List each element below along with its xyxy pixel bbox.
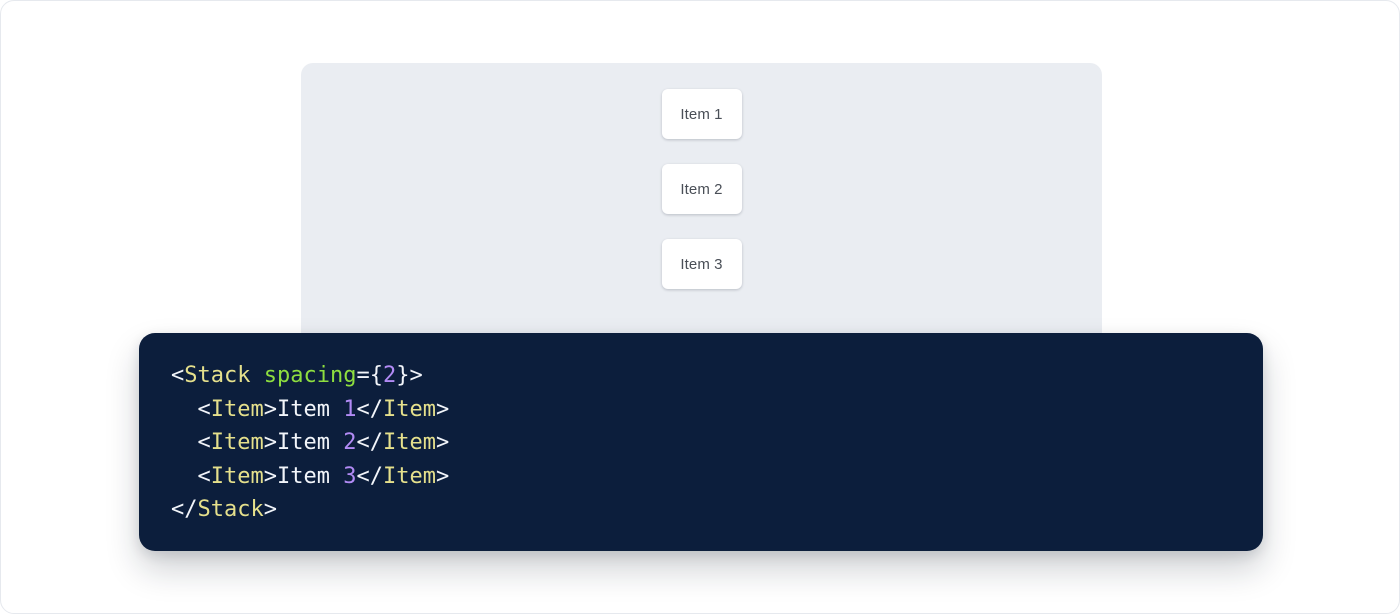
code-token-text: Item	[276, 463, 344, 489]
code-line: <Item>Item 1</Item>	[171, 396, 450, 422]
code-line: <Stack spacing={2}>	[171, 363, 423, 388]
code-line: <Item>Item 3</Item>	[171, 463, 450, 489]
code-token-text	[250, 363, 263, 388]
code-block[interactable]: <Stack spacing={2}> <Item>Item 1</Item> …	[171, 359, 1263, 527]
stack-item[interactable]: Item 1	[661, 89, 742, 139]
code-token-punct: >	[435, 463, 450, 489]
code-indent	[171, 397, 198, 422]
code-token-punct: ={	[356, 363, 383, 388]
code-token-num: 2	[343, 430, 357, 456]
code-token-tag: Item	[210, 396, 264, 422]
code-token-tag: Item	[210, 463, 264, 489]
code-token-punct: </	[356, 396, 383, 422]
stack-item[interactable]: Item 2	[661, 164, 742, 214]
code-indent	[171, 464, 198, 489]
code-token-tag: Stack	[197, 497, 264, 523]
code-token-punct: }>	[396, 363, 423, 388]
code-token-tag: Item	[382, 396, 436, 422]
code-token-punct: <	[197, 396, 211, 422]
code-token-punct: </	[356, 430, 383, 456]
code-token-tag: Item	[210, 430, 264, 456]
code-token-num: 1	[343, 396, 357, 422]
code-token-punct: >	[263, 463, 277, 489]
code-token-text: Item	[276, 396, 344, 422]
code-token-punct: >	[263, 430, 277, 456]
stack-item-label: Item 2	[680, 180, 723, 198]
code-token-punct: </	[356, 463, 383, 489]
code-token-text: Item	[276, 430, 344, 456]
code-token-num: 2	[382, 363, 397, 388]
code-token-tag: Item	[382, 430, 436, 456]
code-token-num: 3	[343, 463, 357, 489]
code-token-attr: spacing	[263, 363, 357, 388]
code-token-punct: </	[171, 497, 198, 523]
code-token-punct: <	[197, 463, 211, 489]
code-line: <Item>Item 2</Item>	[171, 430, 450, 456]
code-snippet-panel: <Stack spacing={2}> <Item>Item 1</Item> …	[139, 333, 1263, 551]
code-token-punct: >	[435, 396, 450, 422]
component-preview-panel: Item 1 Item 2 Item 3	[301, 63, 1102, 363]
code-indent	[171, 430, 198, 455]
stack-item[interactable]: Item 3	[661, 239, 742, 289]
stack-container: Item 1 Item 2 Item 3	[661, 89, 742, 289]
code-token-punct: >	[263, 497, 277, 523]
code-token-tag: Item	[382, 463, 436, 489]
stack-item-label: Item 3	[680, 255, 723, 273]
code-token-punct: >	[263, 396, 277, 422]
stack-item-label: Item 1	[680, 105, 723, 123]
code-token-tag: Stack	[184, 363, 251, 388]
code-line: </Stack>	[171, 497, 277, 522]
code-token-punct: <	[197, 430, 211, 456]
code-token-punct: <	[171, 363, 185, 388]
code-token-punct: >	[435, 430, 450, 456]
